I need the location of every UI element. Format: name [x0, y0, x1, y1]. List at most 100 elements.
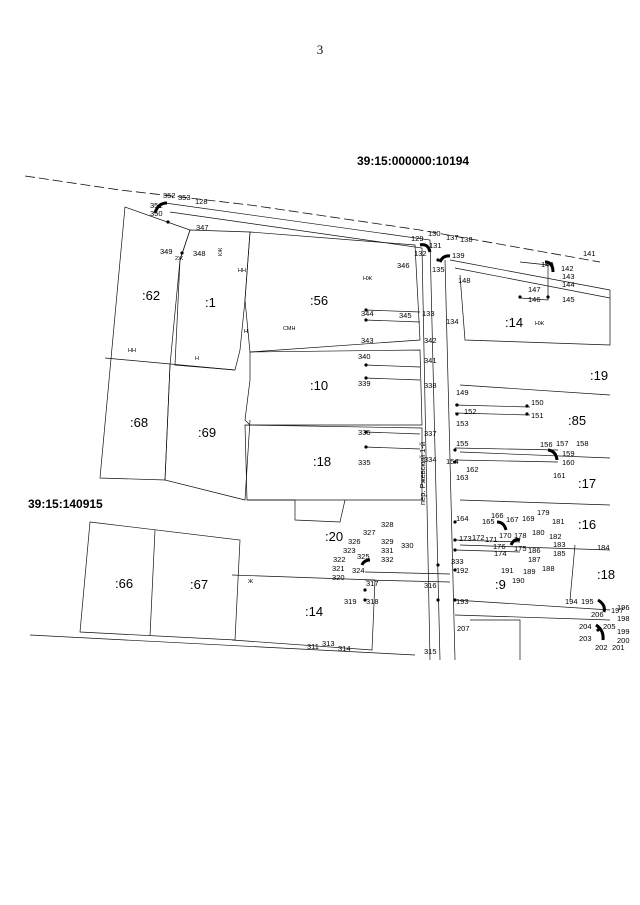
point-label: 205 [603, 622, 616, 631]
point-label: 317 [366, 579, 379, 588]
parcel-label: :85 [568, 413, 586, 428]
point-label: 157 [556, 439, 569, 448]
point-label: 152 [464, 407, 477, 416]
point-label: 330 [401, 541, 414, 550]
point-label: 347 [196, 223, 209, 232]
point-label: 141 [583, 249, 596, 258]
point-label: 201 [612, 643, 625, 652]
cadastral-map: 39:15:000000:10194 39:15:140915 пер. Рже… [0, 150, 640, 661]
point-label: 318 [366, 597, 379, 606]
cadastral-block-main: 39:15:000000:10194 [357, 154, 469, 168]
point-label: 171 [485, 535, 498, 544]
point-label: 311 [307, 642, 319, 651]
point-label: 195 [581, 597, 594, 606]
point-label: 190 [512, 576, 525, 585]
parcel-label: :14 [505, 315, 523, 330]
point-label: 349 [160, 247, 173, 256]
parcel-label: :18 [597, 567, 615, 582]
parcel-label: :14 [305, 604, 323, 619]
point-label: 198 [617, 614, 630, 623]
parcel-label: :69 [198, 425, 216, 440]
page-number: 3 [316, 42, 324, 57]
point-label: 323 [343, 546, 356, 555]
parcel-label: :20 [325, 529, 343, 544]
point-label: 148 [458, 276, 471, 285]
point-label: 197 [611, 606, 624, 615]
point-label: 319 [344, 597, 357, 606]
point-label: 351 [150, 201, 163, 210]
point-label: 149 [456, 388, 469, 397]
point-label: 329 [381, 537, 394, 546]
point-label: 146 [528, 295, 541, 304]
point-label: 204 [579, 622, 592, 631]
point-label: 314 [338, 644, 351, 653]
building-label: Н [195, 356, 199, 362]
point-label: 142 [561, 264, 574, 273]
parcel-label: :67 [190, 577, 208, 592]
point-label: 322 [333, 555, 346, 564]
point-label: 174 [494, 549, 507, 558]
point-label: 133 [422, 309, 435, 318]
point-label: 339 [358, 379, 371, 388]
point-label: 162 [466, 465, 479, 474]
point-label: 348 [193, 249, 206, 258]
street-label: пер. Ржевский 1-й [418, 442, 427, 505]
point-label: 163 [456, 473, 469, 482]
point-label: 139 [452, 251, 465, 260]
point-label: 155 [456, 439, 469, 448]
point-label: 130 [428, 229, 441, 238]
point-label: 328 [381, 520, 394, 529]
point-label: 143 [562, 272, 575, 281]
point-label: 184 [597, 543, 610, 552]
parcel-label: :56 [310, 293, 328, 308]
point-label: 203 [579, 634, 592, 643]
parcel-label: :10 [310, 378, 328, 393]
point-label: 196 [617, 603, 630, 612]
point-label: 313 [322, 639, 335, 648]
point-label: 178 [514, 531, 527, 540]
point-label: 341 [424, 356, 437, 365]
point-label: 179 [537, 508, 550, 517]
point-label: 353 [178, 193, 191, 202]
cadastral-block-left: 39:15:140915 [28, 497, 103, 511]
point-label: 194 [565, 597, 578, 606]
point-label: 202 [595, 643, 608, 652]
point-label: 321 [332, 564, 345, 573]
point-label: 129 [411, 234, 424, 243]
building-label: КЖ [218, 248, 224, 256]
building-label: НН [128, 348, 136, 354]
point-label: 159 [562, 449, 575, 458]
point-label: 167 [506, 515, 519, 524]
point-label: 193 [456, 597, 469, 606]
point-label: 346 [397, 261, 410, 270]
point-label: 207 [457, 624, 470, 633]
point-label: 332 [381, 555, 394, 564]
building-label: НЖ [363, 276, 372, 282]
point-label: 151 [531, 411, 544, 420]
point-label: 335 [358, 458, 371, 467]
point-label: 185 [553, 549, 566, 558]
point-label: 180 [532, 528, 545, 537]
point-label: 140 [541, 260, 554, 269]
point-label: 137 [446, 233, 459, 242]
point-label: 181 [552, 517, 565, 526]
point-label: 169 [522, 514, 535, 523]
parcel-label: :1 [205, 295, 216, 310]
point-label: 158 [576, 439, 589, 448]
point-label: 343 [361, 336, 374, 345]
point-label: 132 [414, 249, 427, 258]
point-label: 164 [456, 514, 469, 523]
point-label: 199 [617, 627, 630, 636]
point-label: 135 [432, 265, 445, 274]
point-label: 145 [562, 295, 575, 304]
point-label: 331 [381, 546, 394, 555]
point-label: 165 [482, 517, 495, 526]
map-svg: 39:15:000000:10194 39:15:140915 пер. Рже… [24, 154, 630, 661]
point-label: 344 [361, 309, 374, 318]
point-label: 150 [531, 398, 544, 407]
point-label: 187 [528, 555, 541, 564]
point-label: 166 [491, 511, 504, 520]
point-label: 128 [195, 197, 208, 206]
building-label: 2Ж [175, 256, 183, 262]
point-label: 144 [562, 280, 575, 289]
